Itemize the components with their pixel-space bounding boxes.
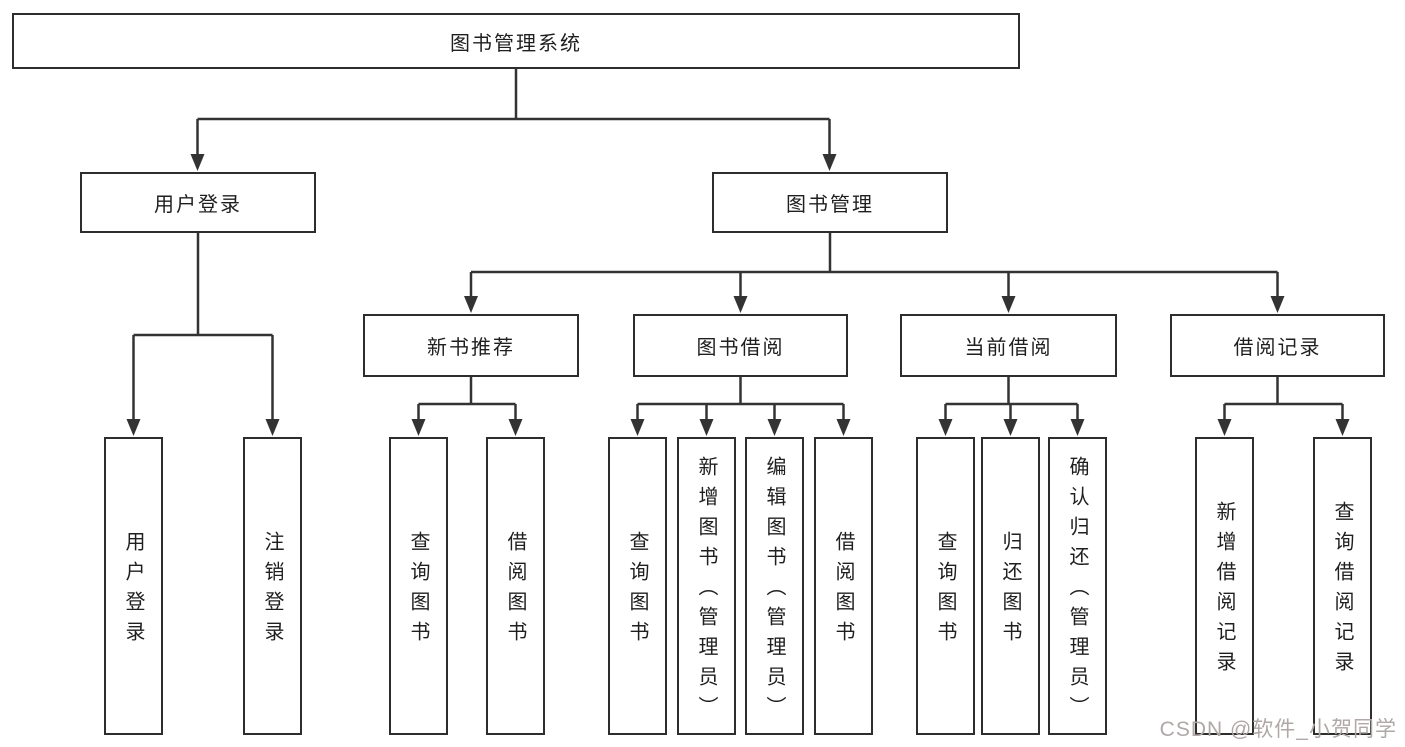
node-book-management: 图书管理 — [712, 172, 948, 233]
arrowheads — [126, 154, 1350, 436]
leaf-return-books: 归还图书 — [981, 437, 1040, 735]
leaf-logout: 注销登录 — [243, 437, 302, 735]
leaf-user-login: 用户登录 — [104, 437, 163, 735]
leaf-add-borrow-record: 新增借阅记录 — [1195, 437, 1254, 735]
arrow-down-icon — [938, 419, 953, 436]
arrow-down-icon — [411, 419, 426, 436]
arrow-down-icon — [1217, 419, 1232, 436]
leaf-edit-books-admin: 编辑图书（管理员） — [745, 437, 804, 735]
leaf-borrow-books: 借阅图书 — [814, 437, 873, 735]
connector-user-login — [132, 233, 274, 423]
arrow-down-icon — [836, 419, 851, 436]
arrow-down-icon — [822, 154, 837, 171]
arrow-down-icon — [1070, 419, 1085, 436]
leaf-recommend-query-books: 查询图书 — [389, 437, 448, 735]
node-borrow-records: 借阅记录 — [1170, 314, 1385, 377]
arrow-down-icon — [126, 419, 141, 436]
node-current-borrow: 当前借阅 — [900, 314, 1117, 377]
arrow-down-icon — [1001, 296, 1016, 313]
node-new-book-recommend: 新书推荐 — [363, 314, 579, 377]
leaf-add-books-admin: 新增图书（管理员） — [677, 437, 736, 735]
arrow-down-icon — [630, 419, 645, 436]
arrow-down-icon — [464, 296, 478, 313]
connector-book-mgmt — [469, 233, 1279, 302]
arrow-down-icon — [190, 154, 205, 171]
connector-book-borrow — [636, 377, 845, 423]
arrow-down-icon — [508, 419, 523, 436]
arrow-down-icon — [1003, 419, 1018, 436]
arrow-down-icon — [265, 419, 280, 436]
leaf-recommend-borrow-books: 借阅图书 — [486, 437, 545, 735]
leaf-confirm-return-admin: 确认归还（管理员） — [1048, 437, 1107, 735]
arrow-down-icon — [733, 296, 748, 313]
node-user-login: 用户登录 — [80, 172, 316, 233]
leaf-borrow-query-books: 查询图书 — [608, 437, 667, 735]
leaf-query-borrow-record: 查询借阅记录 — [1313, 437, 1372, 735]
connector-current-borrow — [944, 377, 1079, 423]
node-root: 图书管理系统 — [12, 13, 1020, 69]
connector-borrow-records — [1223, 377, 1344, 423]
csdn-watermark: CSDN @软件_小贺同学 — [1159, 718, 1397, 741]
connector-root — [196, 69, 831, 158]
connector-new-book-rec — [417, 377, 517, 423]
leaf-current-query-books: 查询图书 — [916, 437, 975, 735]
arrow-down-icon — [1335, 419, 1350, 436]
arrow-down-icon — [1270, 296, 1285, 313]
node-book-borrow: 图书借阅 — [633, 314, 848, 377]
arrow-down-icon — [699, 419, 714, 436]
arrow-down-icon — [767, 419, 782, 436]
